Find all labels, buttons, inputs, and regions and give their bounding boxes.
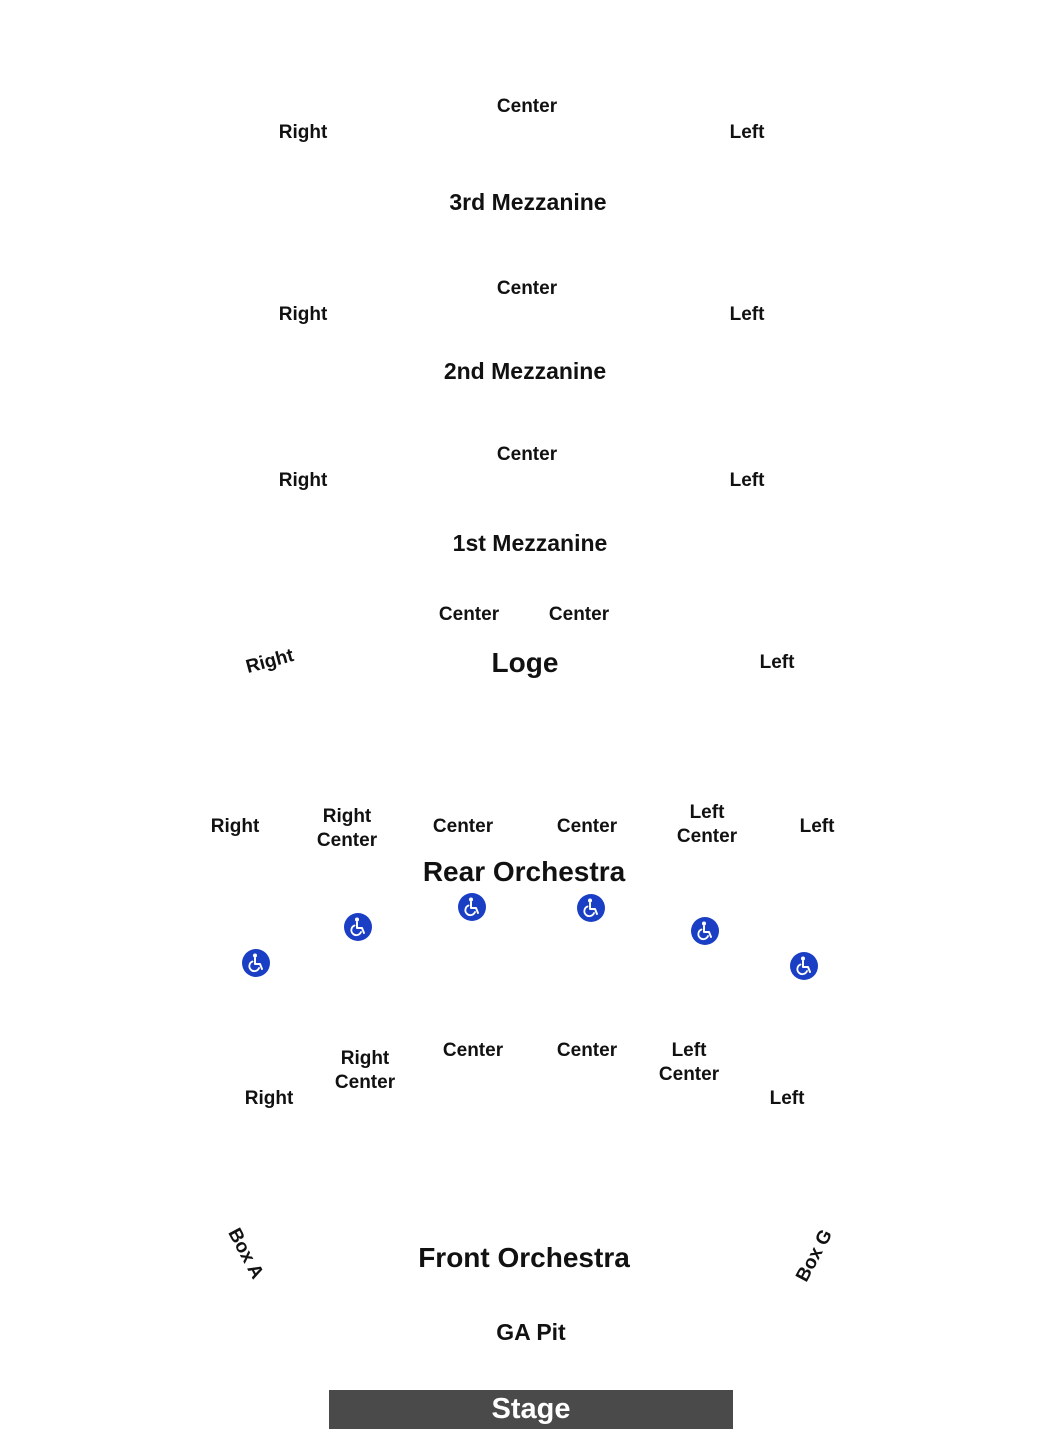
section-label-line: Center [676,826,738,847]
section-3rd-mezz-left[interactable]: Left [729,122,765,143]
area-2nd-mezzanine[interactable]: 2nd Mezzanine [443,358,607,384]
section-3rd-mezz-center[interactable]: Center [496,96,558,117]
section-box-g[interactable]: Box G [792,1226,837,1286]
section-box-a[interactable]: Box A [223,1224,268,1283]
section-loge-right[interactable]: Right [243,645,297,678]
section-label-line: Right [322,806,372,827]
area-front-orchestra[interactable]: Front Orchestra [418,1242,630,1273]
section-front-orch-center-2[interactable]: Center [556,1040,618,1061]
section-rear-orch-center-1[interactable]: Center [432,816,494,837]
area-1st-mezzanine[interactable]: 1st Mezzanine [452,530,608,556]
stage-label: Stage [491,1393,571,1425]
section-label-line: Right [340,1048,390,1069]
area-loge[interactable]: Loge [491,647,559,678]
wheelchair-accessible-icon[interactable] [691,917,719,945]
section-loge-center-2[interactable]: Center [548,604,610,625]
section-1st-mezz-left[interactable]: Left [729,470,765,491]
section-front-orch-right[interactable]: Right [244,1088,294,1109]
section-2nd-mezz-left[interactable]: Left [729,304,765,325]
stage: Stage [329,1390,733,1429]
section-rear-orch-left[interactable]: Left [799,816,835,837]
section-label-line: Left [671,1040,707,1061]
section-3rd-mezz-right[interactable]: Right [278,122,328,143]
wheelchair-accessible-icon[interactable] [458,893,486,921]
section-rear-orch-left-center[interactable]: Left Center [677,801,737,849]
area-ga-pit[interactable]: GA Pit [496,1319,566,1345]
section-2nd-mezz-center[interactable]: Center [496,278,558,299]
section-front-orch-center-1[interactable]: Center [442,1040,504,1061]
wheelchair-accessible-icon[interactable] [344,913,372,941]
section-rear-orch-right-center[interactable]: Right Center [317,805,377,853]
section-label-line: Center [316,830,378,851]
section-2nd-mezz-right[interactable]: Right [278,304,328,325]
wheelchair-accessible-icon[interactable] [577,894,605,922]
wheelchair-accessible-icon[interactable] [242,949,270,977]
area-3rd-mezzanine[interactable]: 3rd Mezzanine [449,189,607,215]
section-loge-left[interactable]: Left [759,652,795,673]
section-label-line: Left [689,802,725,823]
section-rear-orch-right[interactable]: Right [210,816,260,837]
section-label-line: Center [658,1064,720,1085]
area-rear-orchestra[interactable]: Rear Orchestra [422,856,626,887]
section-label-line: Center [334,1072,396,1093]
section-front-orch-right-center[interactable]: Right Center [335,1047,395,1095]
section-rear-orch-center-2[interactable]: Center [556,816,618,837]
section-loge-center-1[interactable]: Center [438,604,500,625]
section-front-orch-left[interactable]: Left [769,1088,805,1109]
section-1st-mezz-right[interactable]: Right [278,470,328,491]
section-1st-mezz-center[interactable]: Center [496,444,558,465]
wheelchair-accessible-icon[interactable] [790,952,818,980]
section-front-orch-left-center[interactable]: Left Center [659,1039,719,1087]
